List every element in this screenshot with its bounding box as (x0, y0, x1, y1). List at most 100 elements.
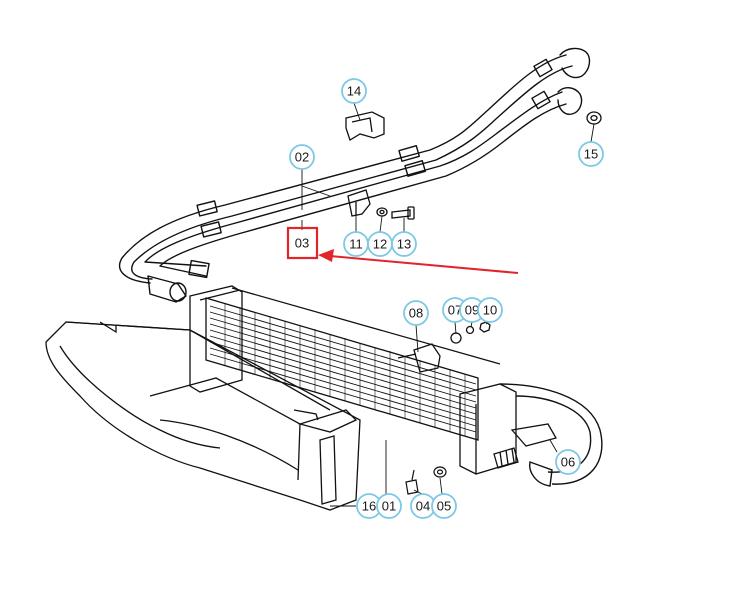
bolt-13-head (407, 206, 415, 220)
ferrule (196, 200, 218, 217)
oil-cooler-lines (118, 47, 591, 303)
return-fitting (529, 461, 553, 487)
duct-outline (45, 321, 361, 511)
washer-12 (376, 207, 388, 217)
leader-08 (415, 324, 419, 353)
callout-12[interactable]: 12 (367, 231, 393, 257)
callout-07-label: 07 (448, 303, 462, 318)
callout-04-label: 04 (416, 499, 430, 514)
callout-13-label: 13 (397, 237, 411, 252)
bolt-04-shank (411, 469, 415, 481)
duct-tab (319, 435, 337, 505)
core-top-edge (231, 287, 501, 365)
duct-inner-mouth (59, 345, 221, 449)
duct-rib (149, 377, 301, 481)
callout-03-label: 03 (295, 236, 309, 251)
callout-13[interactable]: 13 (391, 231, 417, 257)
bolt-13 (391, 209, 411, 219)
callout-01[interactable]: 01 (376, 493, 402, 519)
callout-02-label: 02 (295, 150, 309, 165)
right-fitting-thread (499, 448, 515, 467)
callout-08[interactable]: 08 (403, 300, 429, 326)
return-line (499, 383, 603, 487)
leader-lines (301, 102, 595, 507)
left-fitting-end (169, 282, 187, 302)
duct-rib-2 (159, 419, 299, 471)
callout-11-label: 11 (349, 237, 363, 252)
bolt-04 (405, 479, 419, 495)
ferrule (533, 58, 553, 78)
leader-06 (549, 439, 558, 453)
leader-15 (590, 123, 595, 143)
highlight-annotation (286, 226, 519, 274)
duct-slot (99, 321, 117, 334)
callout-10-label: 10 (483, 303, 497, 318)
clamp-07 (450, 332, 462, 344)
leader-14 (353, 102, 361, 121)
callout-10[interactable]: 10 (477, 297, 503, 323)
upper-line-inner (131, 65, 573, 280)
lower-fitting (557, 87, 583, 115)
callout-03[interactable]: 03 (295, 236, 309, 251)
callout-11[interactable]: 11 (343, 231, 369, 257)
callout-14[interactable]: 14 (341, 78, 367, 104)
leader-02b (301, 185, 331, 197)
leader-12 (379, 215, 383, 233)
callout-16[interactable]: 16 (356, 493, 382, 519)
left-end-tank (189, 285, 243, 393)
leader-05 (439, 477, 443, 495)
washer-12-hole (379, 209, 385, 215)
upper-fitting (559, 47, 591, 79)
ferrule (398, 145, 421, 162)
ferrule (404, 160, 427, 177)
oil-cooler-core (189, 285, 557, 475)
right-mount-bracket (510, 423, 557, 447)
callout-01-label: 01 (382, 499, 396, 514)
line-brackets (345, 111, 602, 220)
highlight-arrow-line (329, 255, 519, 274)
callout-05-label: 05 (437, 499, 451, 514)
washer-05-hole (436, 469, 444, 475)
washer-15-hole (590, 114, 598, 122)
callout-09[interactable]: 09 (459, 297, 485, 323)
duct-flap (297, 409, 358, 433)
callout-09-label: 09 (465, 303, 479, 318)
bracket-14-detail (351, 117, 373, 133)
bolt-08-shank (397, 353, 417, 359)
highlight-box (286, 226, 319, 260)
callout-12-label: 12 (373, 237, 387, 252)
callout-05[interactable]: 05 (431, 493, 457, 519)
washer-15 (586, 111, 602, 125)
lower-line-inner (159, 103, 567, 277)
callout-06[interactable]: 06 (555, 449, 581, 475)
callout-16-label: 16 (362, 499, 376, 514)
callout-14-label: 14 (347, 84, 361, 99)
bracket-14 (345, 111, 385, 141)
core-fins (209, 305, 477, 433)
ferrule (200, 221, 222, 238)
ferrule (188, 259, 210, 279)
clamp-11 (347, 189, 371, 217)
callout-15-label: 15 (584, 147, 598, 162)
callout-02[interactable]: 02 (289, 144, 315, 170)
clamp-08 (413, 343, 441, 373)
washer-05 (433, 466, 447, 478)
nut-10 (479, 321, 491, 333)
left-fitting-nut (147, 275, 187, 303)
duct-inner-top (65, 321, 331, 411)
ferrule (531, 90, 551, 110)
return-line-outer (499, 383, 603, 485)
highlight-arrowhead (318, 249, 334, 262)
lower-line-outer (144, 91, 563, 267)
air-duct (45, 321, 361, 511)
right-fitting (493, 447, 519, 469)
callout-08-label: 08 (409, 306, 423, 321)
duct-slot-2 (293, 409, 319, 421)
callout-15[interactable]: 15 (578, 141, 604, 167)
callout-06-label: 06 (561, 455, 575, 470)
clip-09 (465, 325, 475, 335)
upper-line-outer (118, 54, 567, 284)
leader-07 (454, 321, 457, 335)
